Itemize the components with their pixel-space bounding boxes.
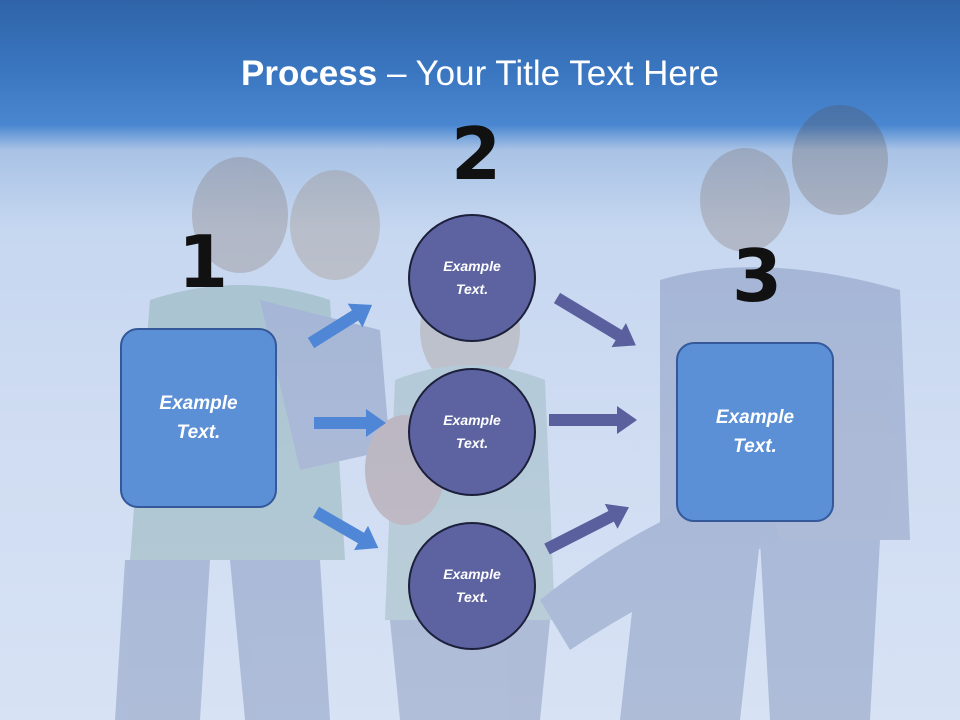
- circle-top-text: Example Text.: [443, 258, 501, 297]
- arrow-right-middle: [549, 406, 637, 434]
- step-3-box-text: Example Text.: [715, 407, 795, 457]
- arrow-left-down: [313, 506, 379, 551]
- right-arrows: [544, 292, 637, 555]
- step-3-box[interactable]: Example Text.: [676, 342, 834, 522]
- step-1-box-text: Example Text.: [159, 393, 238, 443]
- step-2-circle-middle[interactable]: Example Text.: [408, 368, 536, 496]
- arrow-left-up: [307, 303, 373, 349]
- step-2-circle-bottom[interactable]: Example Text.: [408, 522, 536, 650]
- circle-bottom-text: Example Text.: [443, 566, 501, 605]
- step-2-circle-top[interactable]: Example Text.: [408, 214, 536, 342]
- step-number-2: 2: [451, 112, 502, 196]
- arrow-left-middle: [314, 409, 386, 437]
- circle-middle-text: Example Text.: [443, 412, 501, 451]
- arrow-right-up: [544, 503, 629, 555]
- title-bold: Process: [241, 54, 378, 93]
- title-rest: – Your Title Text Here: [377, 54, 719, 93]
- step-1-box[interactable]: Example Text.: [120, 328, 277, 508]
- step-number-3: 3: [732, 234, 783, 318]
- step-number-1: 1: [178, 220, 229, 304]
- left-arrows: [307, 303, 386, 551]
- arrow-right-down: [553, 292, 636, 348]
- slide-title: Process – Your Title Text Here: [0, 52, 960, 96]
